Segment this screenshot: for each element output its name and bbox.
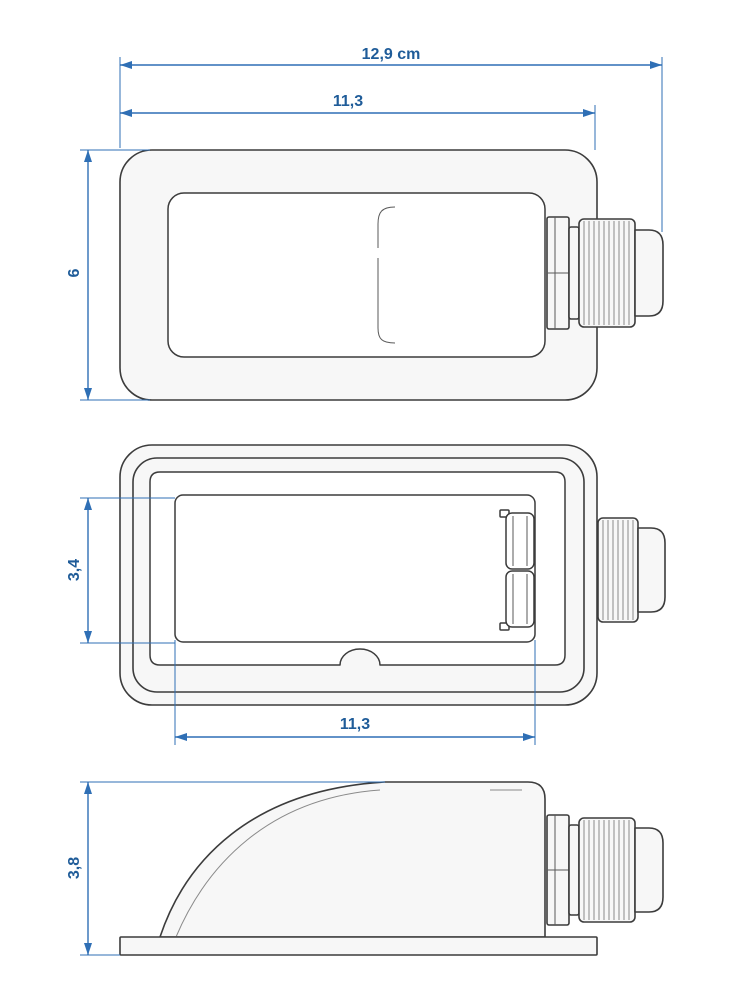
side-view-base-plate [119,936,598,956]
body-length-label: 11,3 [333,93,363,110]
top-view-inner-panel [167,192,546,358]
gland-nut-faces [547,217,569,329]
side-view-cable-gland [546,814,664,926]
front-view-cable-gland [597,517,666,623]
front-view-terminal-block [499,509,535,631]
front-view-seal-ring [132,457,585,693]
terminal-lower [505,570,535,628]
side-view-dome-highlight [175,789,381,938]
front-view: 3,4 11,3 [66,444,666,745]
gland-dome [634,827,664,913]
side-view-dome-cover [159,781,546,938]
gland-knurl-lines [583,820,630,920]
gland-cap [578,817,636,923]
front-view-opening [174,494,536,643]
top-view: 12,9 cm 11,3 6 [66,46,664,401]
top-view-cable-gland [546,216,664,330]
opening-length-label: 11,3 [340,716,370,733]
top-view-inner-bracket [377,206,396,344]
gland-knurl-lines [602,520,634,620]
height-label: 3,8 [66,857,83,879]
gland-knurl-lines [583,221,630,325]
side-view: 3,8 [66,781,664,956]
terminal-detail-lines [512,516,528,624]
width-label: 6 [66,268,83,277]
gland-dome [637,527,666,613]
gland-nut-faces [547,815,569,925]
opening-height-label: 3,4 [66,559,83,581]
gland-flange [568,226,580,320]
overall-length-label: 12,9 cm [362,46,421,63]
gland-dome [634,229,664,317]
gland-flange [568,824,580,916]
gland-cap [578,218,636,328]
terminal-upper [505,512,535,570]
